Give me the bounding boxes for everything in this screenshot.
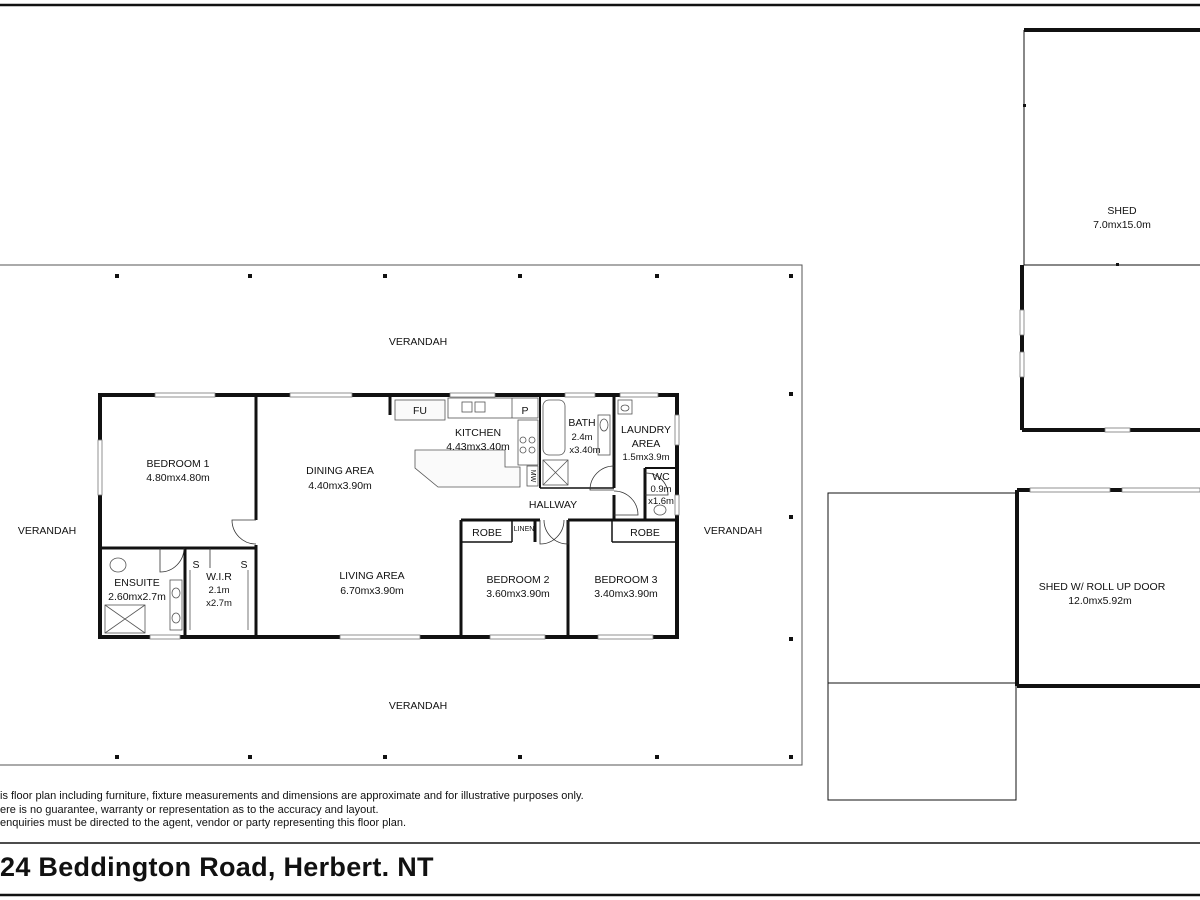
kitchen-name: KITCHEN xyxy=(455,427,501,439)
living-name: LIVING AREA xyxy=(339,570,404,582)
laundry-name1: LAUNDRY xyxy=(621,424,671,436)
property-address: 24 Beddington Road, Herbert. NT xyxy=(0,852,434,882)
verandah-outline xyxy=(0,264,803,766)
hallway-name: HALLWAY xyxy=(529,499,577,511)
kitchen-size: 4.43mx3.40m xyxy=(446,441,510,453)
dining-name: DINING AREA xyxy=(306,465,374,477)
bedroom3-name: BEDROOM 3 xyxy=(594,574,657,586)
wc-name: WC xyxy=(652,471,670,483)
wir-size2: x2.7m xyxy=(206,598,232,609)
wir-shelf-right: S xyxy=(240,559,247,571)
ensuite-size: 2.60mx2.7m xyxy=(108,591,166,603)
bedroom1-name: BEDROOM 1 xyxy=(146,458,209,470)
bath-fixtures xyxy=(542,399,667,516)
verandah-bottom-label: VERANDAH xyxy=(389,700,447,712)
shed-name: SHED xyxy=(1107,205,1137,217)
ensuite-name: ENSUITE xyxy=(114,577,160,589)
verandah-left-label: VERANDAH xyxy=(18,525,76,537)
bedroom3-size: 3.40mx3.90m xyxy=(594,588,658,600)
verandah-top-label: VERANDAH xyxy=(389,336,447,348)
shed-size: 7.0mx15.0m xyxy=(1093,219,1151,231)
roll-door-shed-size: 12.0mx5.92m xyxy=(1068,595,1132,607)
exterior-windows xyxy=(97,392,680,640)
bath-name: BATH xyxy=(568,417,595,429)
verandah-labels: VERANDAH VERANDAH VERANDAH VERANDAH xyxy=(18,336,762,712)
bedroom1-size: 4.80mx4.80m xyxy=(146,472,210,484)
mw-label: MW xyxy=(529,470,536,483)
wir-size1: 2.1m xyxy=(208,585,229,596)
roll-door-shed-name: SHED W/ ROLL UP DOOR xyxy=(1039,581,1166,593)
linen-label: LINEN xyxy=(514,526,535,533)
verandah-posts xyxy=(115,274,793,759)
fu-label: FU xyxy=(413,405,427,417)
robe-left-label: ROBE xyxy=(472,527,502,539)
dining-size: 4.40mx3.90m xyxy=(308,480,372,492)
disclaimer: is floor plan including furniture, fixtu… xyxy=(0,790,640,831)
bedroom2-size: 3.60mx3.90m xyxy=(486,588,550,600)
wc-size2: x1.6m xyxy=(648,496,674,507)
bedroom2-name: BEDROOM 2 xyxy=(486,574,549,586)
robe-right-label: ROBE xyxy=(630,527,660,539)
bath-size1: 2.4m xyxy=(571,432,592,443)
laundry-name2: AREA xyxy=(632,438,661,450)
disclaimer-line-3: enquiries must be directed to the agent,… xyxy=(0,817,407,829)
ensuite-fixtures xyxy=(104,557,249,634)
disclaimer-line-1: is floor plan including furniture, fixtu… xyxy=(0,790,584,802)
wir-shelf-left: S xyxy=(192,559,199,571)
verandah-right-label: VERANDAH xyxy=(704,525,762,537)
wir-name: W.I.R xyxy=(206,571,232,583)
disclaimer-line-2: ere is no guarantee, warranty or represe… xyxy=(0,803,379,816)
bath-size2: x3.40m xyxy=(569,445,600,456)
pantry-label: P xyxy=(521,405,528,417)
door-swings xyxy=(159,465,669,573)
living-size: 6.70mx3.90m xyxy=(340,585,404,597)
roll-door-shed-structure xyxy=(827,487,1200,801)
kitchen-fixtures xyxy=(394,397,539,488)
laundry-size: 1.5mx3.9m xyxy=(623,452,670,463)
wc-size1: 0.9m xyxy=(650,484,671,495)
shed-structure xyxy=(1019,28,1200,433)
room-labels: BEDROOM 1 4.80mx4.80m DINING AREA 4.40mx… xyxy=(108,405,674,609)
